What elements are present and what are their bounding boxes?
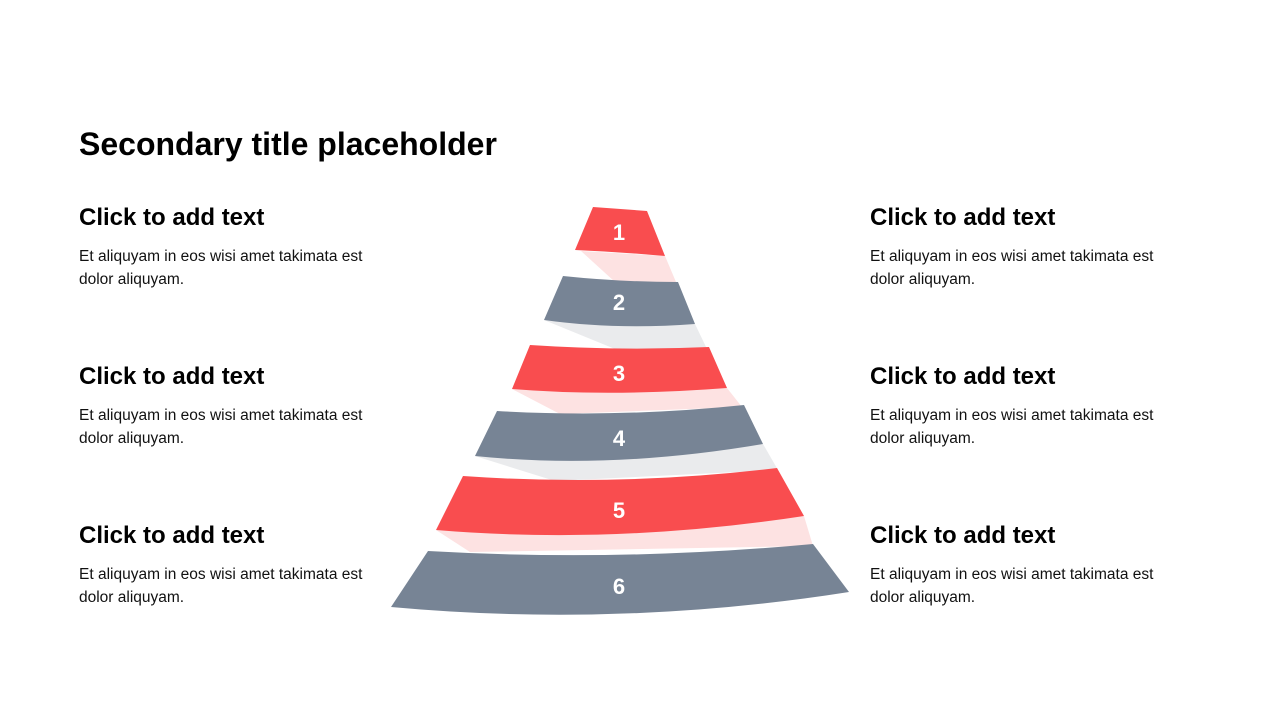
- text-block-heading: Click to add text: [870, 204, 1056, 231]
- text-block-heading: Click to add text: [79, 204, 265, 231]
- text-block-heading: Click to add text: [79, 363, 265, 390]
- text-block-left-2[interactable]: Click to add text Et aliquyam in eos wis…: [79, 362, 399, 450]
- text-block-right-3[interactable]: Click to add text Et aliquyam in eos wis…: [870, 521, 1190, 609]
- pyramid-band-3[interactable]: [512, 345, 727, 393]
- text-block-body: Et aliquyam in eos wisi amet takimata es…: [79, 407, 363, 447]
- page-title: Secondary title placeholder: [79, 126, 497, 162]
- pyramid-band-label: 6: [613, 574, 625, 599]
- text-block-heading: Click to add text: [870, 522, 1056, 549]
- text-block-left-3[interactable]: Click to add text Et aliquyam in eos wis…: [79, 521, 399, 609]
- pyramid-band-label: 3: [613, 361, 625, 386]
- text-block-heading: Click to add text: [79, 522, 265, 549]
- pyramid-connector-3-4: [512, 388, 742, 414]
- pyramid-band-label: 2: [613, 290, 625, 315]
- pyramid-band-label: 4: [613, 426, 626, 451]
- pyramid-band-5[interactable]: [436, 468, 804, 536]
- pyramid-band-2[interactable]: [544, 276, 695, 327]
- pyramid-band-label: 5: [613, 498, 625, 523]
- pyramid-band-4[interactable]: [475, 405, 763, 461]
- text-block-right-2[interactable]: Click to add text Et aliquyam in eos wis…: [870, 362, 1190, 450]
- text-block-left-1[interactable]: Click to add text Et aliquyam in eos wis…: [79, 203, 399, 291]
- text-block-right-1[interactable]: Click to add text Et aliquyam in eos wis…: [870, 203, 1190, 291]
- pyramid-connector-2-3: [544, 320, 707, 349]
- pyramid-band-6[interactable]: [391, 544, 849, 615]
- text-block-heading: Click to add text: [870, 363, 1056, 390]
- pyramid-band-1[interactable]: [575, 207, 665, 256]
- pyramid-band-label: 1: [613, 220, 625, 245]
- text-block-body: Et aliquyam in eos wisi amet takimata es…: [870, 407, 1154, 447]
- text-block-body: Et aliquyam in eos wisi amet takimata es…: [79, 566, 363, 606]
- text-block-body: Et aliquyam in eos wisi amet takimata es…: [870, 566, 1154, 606]
- pyramid-connector-1-2: [581, 251, 676, 282]
- text-block-body: Et aliquyam in eos wisi amet takimata es…: [79, 248, 363, 288]
- text-block-body: Et aliquyam in eos wisi amet takimata es…: [870, 248, 1154, 288]
